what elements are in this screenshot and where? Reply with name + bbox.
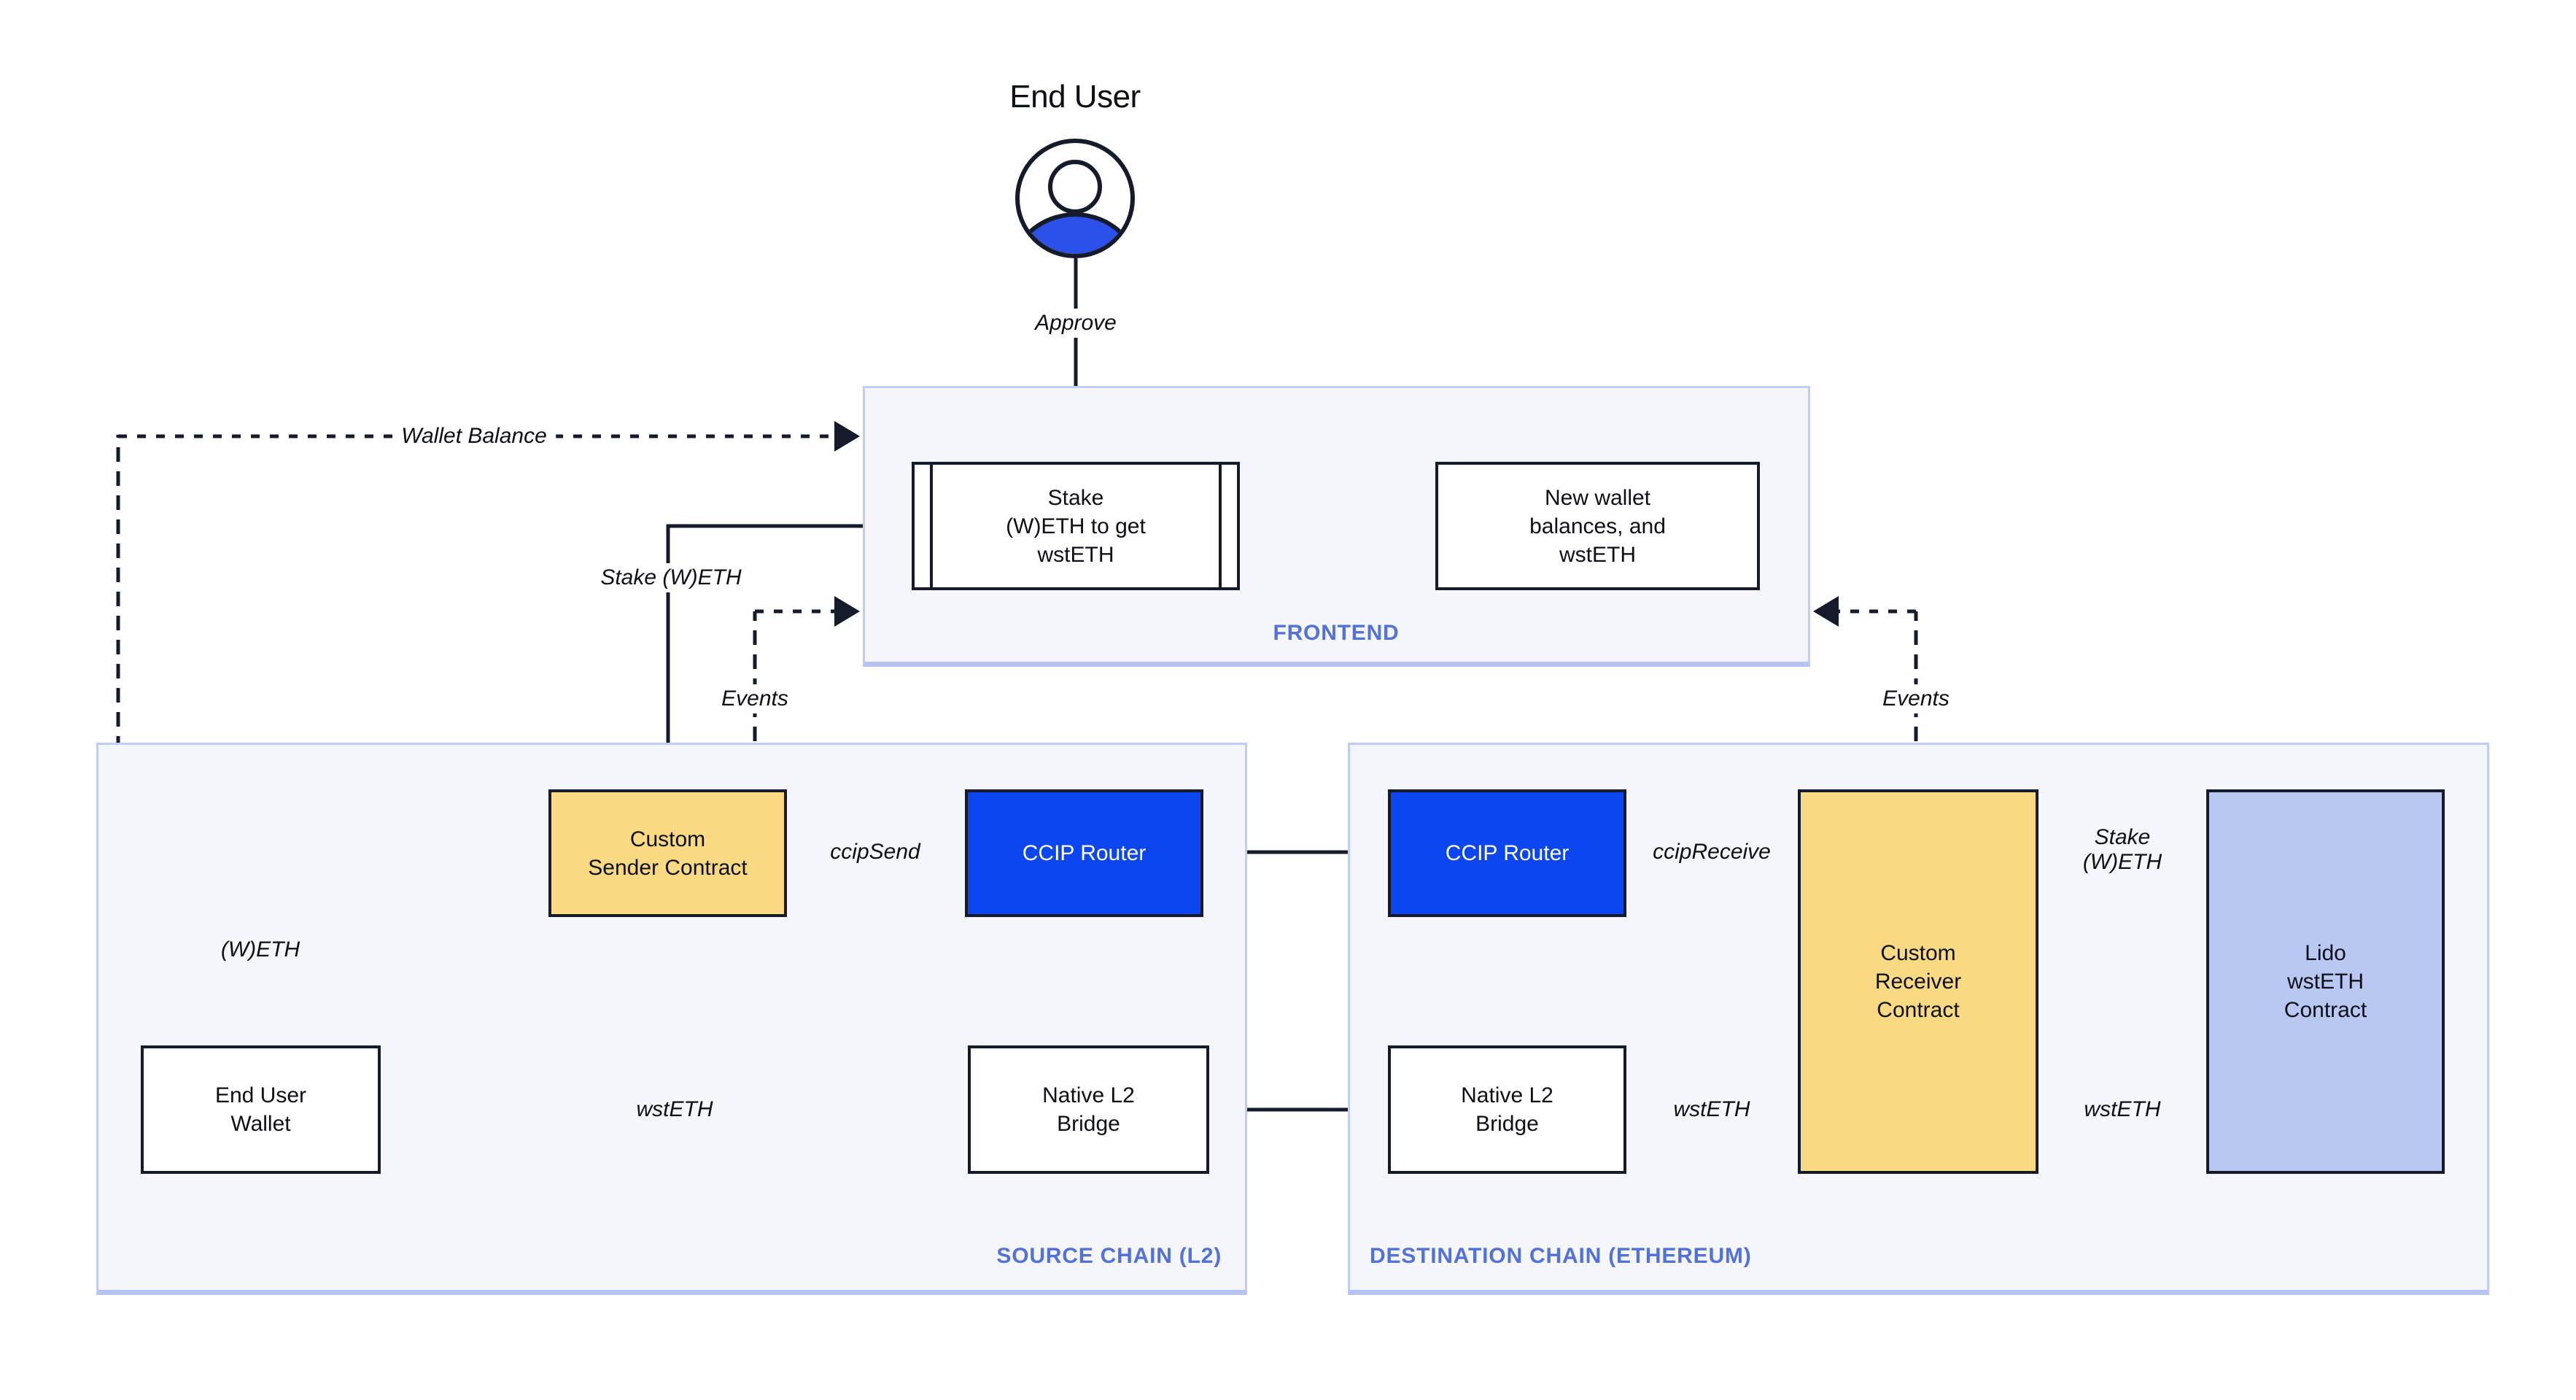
node-text: (W)ETH to get <box>1006 514 1146 538</box>
node-text: wstETH <box>1559 542 1636 567</box>
node-text: Wallet <box>230 1112 291 1136</box>
node-lido-wsteth-contract: Lido wstETH Contract <box>2206 789 2445 1174</box>
subroutine-bar-left <box>930 465 933 587</box>
node-stake-box: Stake (W)ETH to get wstETH <box>912 462 1240 590</box>
node-text: Receiver <box>1874 970 1962 994</box>
edge-label-ccip-send: ccipSend <box>821 838 929 867</box>
edge-label-wsteth-to-wallet: wstETH <box>627 1095 722 1124</box>
node-text: New wallet <box>1544 485 1651 510</box>
edge-label-approve: Approve <box>1026 309 1125 338</box>
edge-label-wsteth-to-receiver: wstETH <box>2075 1095 2170 1124</box>
node-text: CCIP Router <box>1445 841 1570 865</box>
node-text: balances, and <box>1529 514 1666 538</box>
avatar-head <box>1048 160 1102 214</box>
node-text: Contract <box>2284 998 2367 1022</box>
edge-label-events-left: Events <box>713 684 797 713</box>
node-text: Stake <box>1047 485 1104 510</box>
subroutine-bar-right <box>1219 465 1222 587</box>
node-text: Bridge <box>1475 1112 1539 1136</box>
edge-label-stake-weth: Stake (W)ETH <box>591 563 750 592</box>
actor-label: End User <box>1009 79 1141 115</box>
source-chain-label: SOURCE CHAIN (L2) <box>996 1244 1222 1268</box>
node-text: wstETH <box>2287 970 2364 994</box>
node-native-bridge-source: Native L2 Bridge <box>968 1045 1209 1174</box>
edge-label-wallet-balance: Wallet Balance <box>392 422 556 451</box>
edge-label-line: (W)ETH <box>2082 850 2162 874</box>
node-ccip-router-destination: CCIP Router <box>1388 789 1626 917</box>
node-text: Custom <box>629 827 706 851</box>
node-text: Custom <box>1880 941 1956 965</box>
edge-label-weth: (W)ETH <box>212 935 309 964</box>
frontend-label: FRONTEND <box>1273 621 1400 645</box>
node-new-wallet: New wallet balances, and wstETH <box>1435 462 1760 590</box>
node-end-user-wallet: End User Wallet <box>141 1045 381 1174</box>
node-custom-sender-contract: Custom Sender Contract <box>548 789 787 917</box>
node-custom-receiver-contract: Custom Receiver Contract <box>1798 789 2038 1174</box>
edge-label-stake-weth-destination: Stake (W)ETH <box>2073 823 2171 877</box>
node-text: Contract <box>1877 998 1960 1022</box>
edge-label-events-right: Events <box>1874 684 1958 713</box>
edge-label-ccip-receive: ccipReceive <box>1644 838 1780 867</box>
edge-label-wsteth-to-destination-bridge: wstETH <box>1664 1095 1759 1124</box>
node-ccip-router-source: CCIP Router <box>965 789 1203 917</box>
node-text: Native L2 <box>1461 1083 1553 1107</box>
avatar-ring <box>1015 139 1135 258</box>
node-text: Lido <box>2305 941 2346 965</box>
node-text: Bridge <box>1057 1112 1120 1136</box>
destination-chain-label: DESTINATION CHAIN (ETHEREUM) <box>1370 1244 1752 1268</box>
node-text: Native L2 <box>1042 1083 1135 1107</box>
node-text: wstETH <box>1037 542 1114 567</box>
node-text: Sender Contract <box>588 855 748 880</box>
node-text: End User <box>214 1083 307 1107</box>
node-native-bridge-destination: Native L2 Bridge <box>1388 1045 1626 1174</box>
edge-label-line: Stake <box>2094 825 2151 849</box>
node-text: CCIP Router <box>1022 841 1147 865</box>
